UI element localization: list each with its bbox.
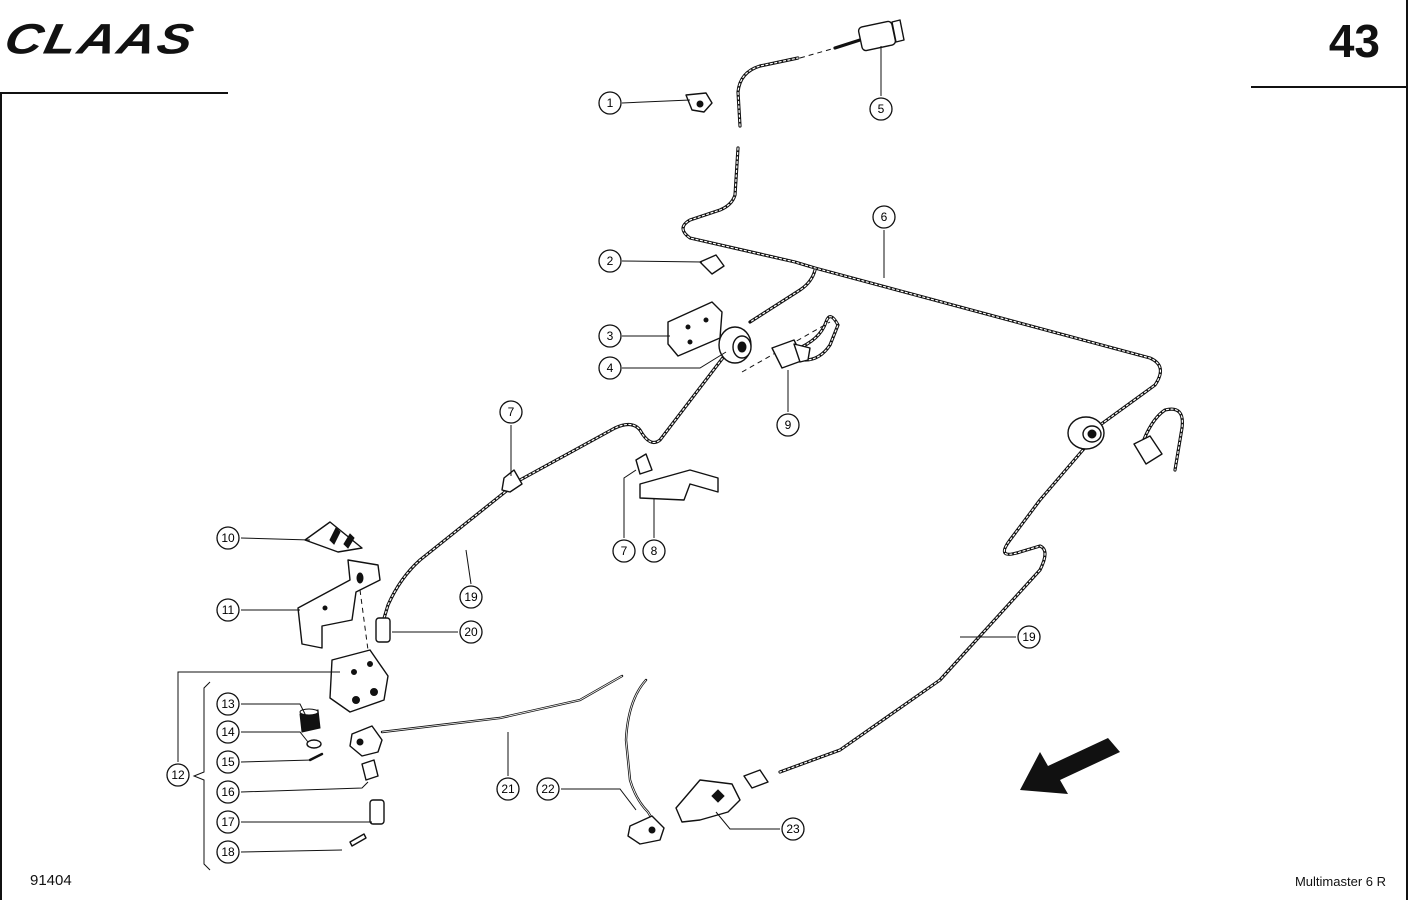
dashed-link-9 bbox=[741, 321, 831, 373]
cable-19-left bbox=[380, 268, 817, 627]
part-11-bracket bbox=[297, 559, 381, 649]
svg-text:23: 23 bbox=[786, 822, 800, 836]
dashed-link-11 bbox=[359, 589, 369, 651]
part-17-bolt bbox=[369, 799, 385, 825]
callout-7: 7 bbox=[499, 400, 523, 424]
svg-text:9: 9 bbox=[785, 418, 792, 432]
callout-4: 4 bbox=[598, 356, 622, 380]
figure-number: 91404 bbox=[30, 872, 72, 889]
svg-text:10: 10 bbox=[221, 531, 235, 545]
part-5-connector bbox=[857, 19, 905, 52]
part-7-clip-b bbox=[635, 453, 653, 475]
part-23-sensor bbox=[675, 769, 769, 823]
frame-right bbox=[1406, 0, 1408, 900]
svg-text:8: 8 bbox=[651, 544, 658, 558]
callout-11: 11 bbox=[216, 598, 240, 622]
callout-15: 15 bbox=[216, 750, 240, 774]
part-12-sensor bbox=[329, 649, 389, 713]
part-13-bushing bbox=[299, 708, 321, 733]
part-8-bracket bbox=[639, 469, 719, 501]
arrow-icon bbox=[1020, 738, 1120, 794]
svg-text:19: 19 bbox=[464, 590, 478, 604]
svg-text:13: 13 bbox=[221, 697, 235, 711]
callout-19b: 19 bbox=[1017, 625, 1041, 649]
svg-text:11: 11 bbox=[222, 603, 235, 617]
svg-text:22: 22 bbox=[541, 782, 555, 796]
svg-text:2: 2 bbox=[607, 254, 614, 268]
callout-1: 1 bbox=[598, 91, 622, 115]
callout-23: 23 bbox=[781, 817, 805, 841]
svg-text:1: 1 bbox=[607, 96, 614, 110]
callout-13: 13 bbox=[216, 692, 240, 716]
svg-text:20: 20 bbox=[464, 625, 478, 639]
part-15-pin bbox=[308, 752, 324, 762]
svg-text:4: 4 bbox=[607, 361, 614, 375]
part-2-clip bbox=[699, 254, 725, 275]
part-9-plug bbox=[771, 339, 811, 369]
svg-text:5: 5 bbox=[878, 102, 885, 116]
part-21-clamp bbox=[349, 725, 383, 757]
callout-10: 10 bbox=[216, 526, 240, 550]
svg-text:6: 6 bbox=[881, 210, 888, 224]
callout-12: 12 bbox=[166, 763, 190, 787]
callout-18: 18 bbox=[216, 840, 240, 864]
cable-harness-main bbox=[681, 38, 1162, 427]
callout-9: 9 bbox=[776, 413, 800, 437]
callout-21: 21 bbox=[496, 777, 520, 801]
callout-20: 20 bbox=[459, 620, 483, 644]
callout-14: 14 bbox=[216, 720, 240, 744]
part-right-ring bbox=[1067, 416, 1105, 450]
svg-text:15: 15 bbox=[221, 755, 235, 769]
header-rule-left bbox=[0, 92, 228, 94]
svg-text:7: 7 bbox=[621, 544, 628, 558]
svg-text:12: 12 bbox=[171, 768, 185, 782]
part-14-washer bbox=[306, 739, 322, 749]
frame-left bbox=[0, 92, 2, 900]
callout-6: 6 bbox=[872, 205, 896, 229]
callout-8: 8 bbox=[642, 539, 666, 563]
callout-2: 2 bbox=[598, 249, 622, 273]
part-7-clip bbox=[501, 469, 523, 493]
header-rule-right bbox=[1251, 86, 1408, 88]
part-right-plug bbox=[1133, 435, 1163, 465]
part-16-bushing bbox=[361, 759, 379, 781]
callout-22: 22 bbox=[536, 777, 560, 801]
svg-text:14: 14 bbox=[221, 725, 235, 739]
callout-5: 5 bbox=[869, 97, 893, 121]
part-4-connector-body bbox=[718, 326, 752, 364]
callout-3: 3 bbox=[598, 324, 622, 348]
part-22-end bbox=[627, 815, 665, 845]
callout-16: 16 bbox=[216, 780, 240, 804]
part-1-clip bbox=[685, 92, 713, 113]
svg-text:17: 17 bbox=[221, 815, 235, 829]
part-10-bracket bbox=[304, 521, 363, 553]
svg-text:19: 19 bbox=[1022, 630, 1036, 644]
part-21-rod bbox=[380, 674, 624, 734]
part-18-pin bbox=[349, 833, 367, 847]
svg-text:7: 7 bbox=[508, 405, 515, 419]
callout-17: 17 bbox=[216, 810, 240, 834]
model-name: Multimaster 6 R bbox=[1294, 874, 1386, 889]
svg-text:21: 21 bbox=[501, 782, 515, 796]
part-22-rod bbox=[624, 678, 656, 824]
svg-text:18: 18 bbox=[221, 845, 235, 859]
callout-7b: 7 bbox=[612, 539, 636, 563]
page-number: 43 bbox=[1328, 15, 1380, 67]
callout-19: 19 bbox=[459, 585, 483, 609]
svg-text:3: 3 bbox=[607, 329, 614, 343]
part-20-cable-end bbox=[375, 617, 391, 643]
cable-19-right bbox=[778, 407, 1184, 774]
part-3-bracket bbox=[667, 301, 723, 357]
svg-text:16: 16 bbox=[221, 785, 235, 799]
leader-lines bbox=[177, 46, 1016, 871]
